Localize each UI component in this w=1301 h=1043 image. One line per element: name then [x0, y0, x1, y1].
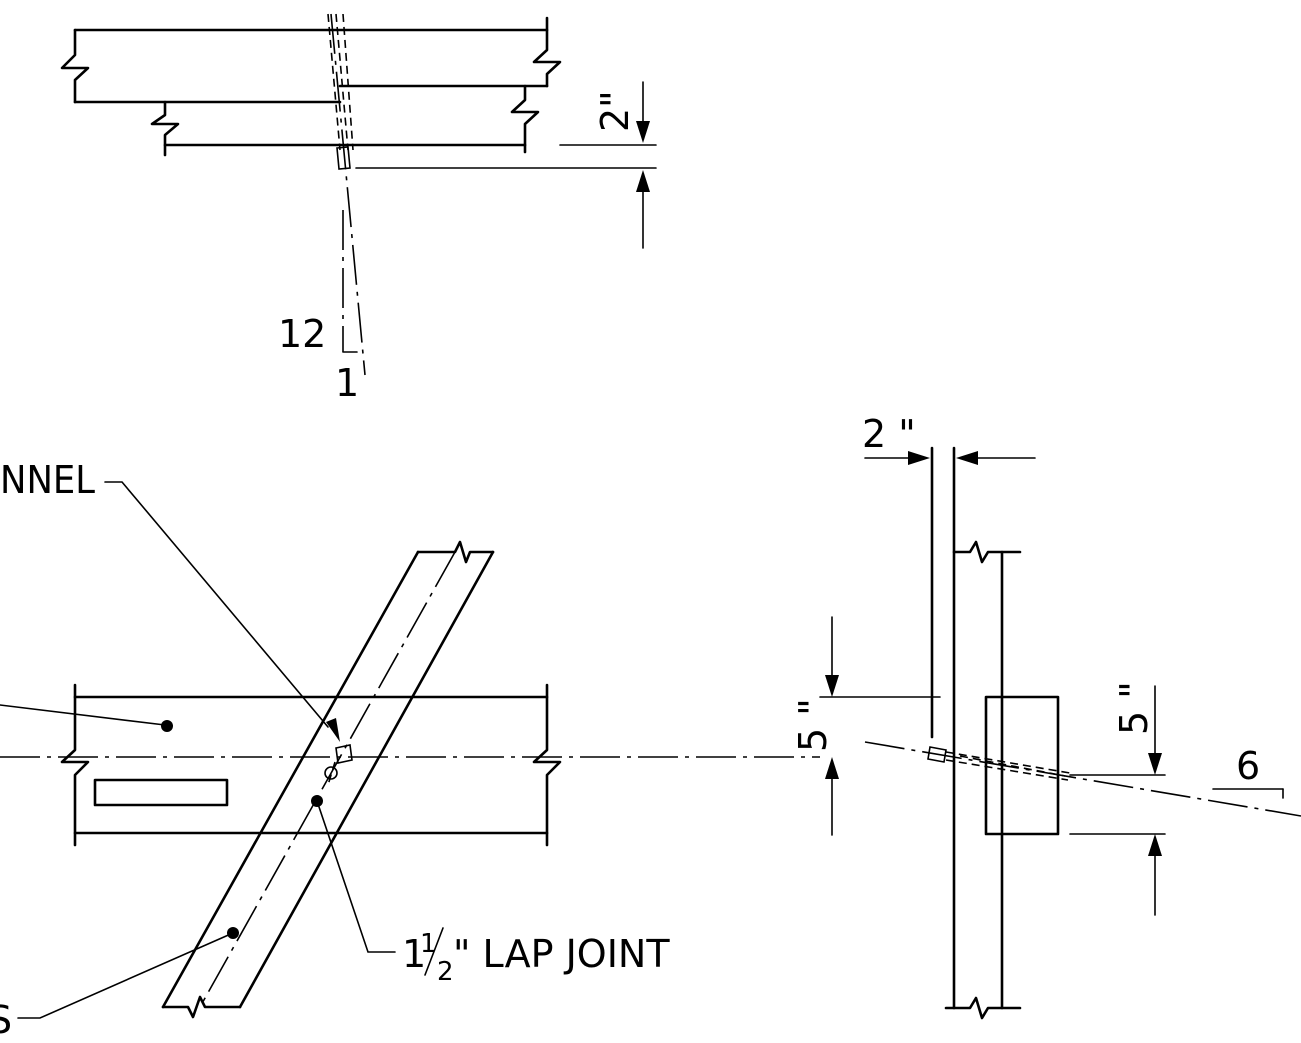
- bottom-callout-label: S: [0, 998, 12, 1042]
- lap-joint-whole: 1: [402, 932, 426, 976]
- dim-arrow-up: [1148, 834, 1162, 856]
- fraction-bar: [424, 927, 444, 976]
- right-break-symbol: [510, 84, 540, 154]
- section-detail: 2 " 5 " 5 " 6: [791, 412, 1301, 1020]
- lower-plank: [150, 84, 540, 157]
- dim-arrow-down: [825, 675, 839, 697]
- diagonal-centerline: [199, 551, 456, 1008]
- lap-joint-leader: 1 1 2 " LAP JOINT: [311, 795, 670, 987]
- section-slope-indicator: 6: [1212, 744, 1284, 799]
- dim-arrow-up: [825, 757, 839, 779]
- dim-arrow-down: [636, 121, 650, 143]
- slope-indicator: 12 1: [278, 210, 359, 405]
- width-dim-label: 2 ": [862, 412, 916, 456]
- section-centerline: [864, 741, 1301, 817]
- cross-member-section: [984, 695, 1060, 836]
- embedment-dimension: 2": [355, 81, 657, 249]
- left-break-symbol: [60, 683, 90, 847]
- plan-detail: NNEL 1 1 2 " LAP JOINT S: [0, 458, 820, 1042]
- left-break-symbol: [150, 100, 180, 157]
- channel-callout-label: NNEL: [0, 458, 95, 502]
- lap-fastener: [324, 744, 353, 786]
- channel-arrow: [326, 718, 340, 742]
- bottom-break-symbol: [944, 996, 1022, 1020]
- member-leader: [0, 704, 173, 732]
- lap-joint-fraction-den: 2: [437, 957, 454, 987]
- left-edge-dim-label: 5 ": [791, 698, 835, 752]
- lap-joint-label: " LAP JOINT: [453, 932, 670, 976]
- left-break-symbol: [60, 28, 90, 104]
- right-break-symbol: [532, 683, 562, 847]
- right-edge-dim-label: 5 ": [1112, 681, 1156, 735]
- width-dimension: 2 ": [862, 412, 1036, 465]
- lap-joint-fraction-num: 1: [420, 929, 437, 959]
- upper-plank: [60, 16, 562, 104]
- right-edge-dimension: 5 ": [1069, 681, 1166, 916]
- diagonal-member: [161, 540, 495, 1019]
- vertical-member: [930, 446, 1022, 1020]
- right-break-symbol: [532, 16, 562, 88]
- horizontal-member: [60, 683, 562, 847]
- top-break-symbol: [952, 540, 1022, 564]
- slot-opening: [93, 778, 229, 807]
- top-elevation-detail: 2" 12 1: [60, 13, 657, 405]
- section-slope-label: 6: [1236, 744, 1260, 788]
- embedment-dim-label: 2": [593, 90, 637, 132]
- slope-rise-label: 12: [278, 312, 326, 356]
- dim-arrow-left: [956, 451, 978, 465]
- channel-leader: NNEL: [0, 458, 340, 742]
- bottom-leader: S: [0, 927, 239, 1042]
- slope-run-label: 1: [335, 361, 359, 405]
- bottom-break-symbol: [161, 995, 242, 1019]
- section-fastener: [927, 746, 1071, 781]
- top-break-symbol: [416, 540, 495, 564]
- dim-arrow-right: [908, 451, 930, 465]
- dim-arrow-down: [1148, 753, 1162, 775]
- left-edge-dimension: 5 ": [791, 616, 941, 836]
- fastener-centerline: [330, 13, 366, 376]
- dim-arrow-up: [636, 170, 650, 192]
